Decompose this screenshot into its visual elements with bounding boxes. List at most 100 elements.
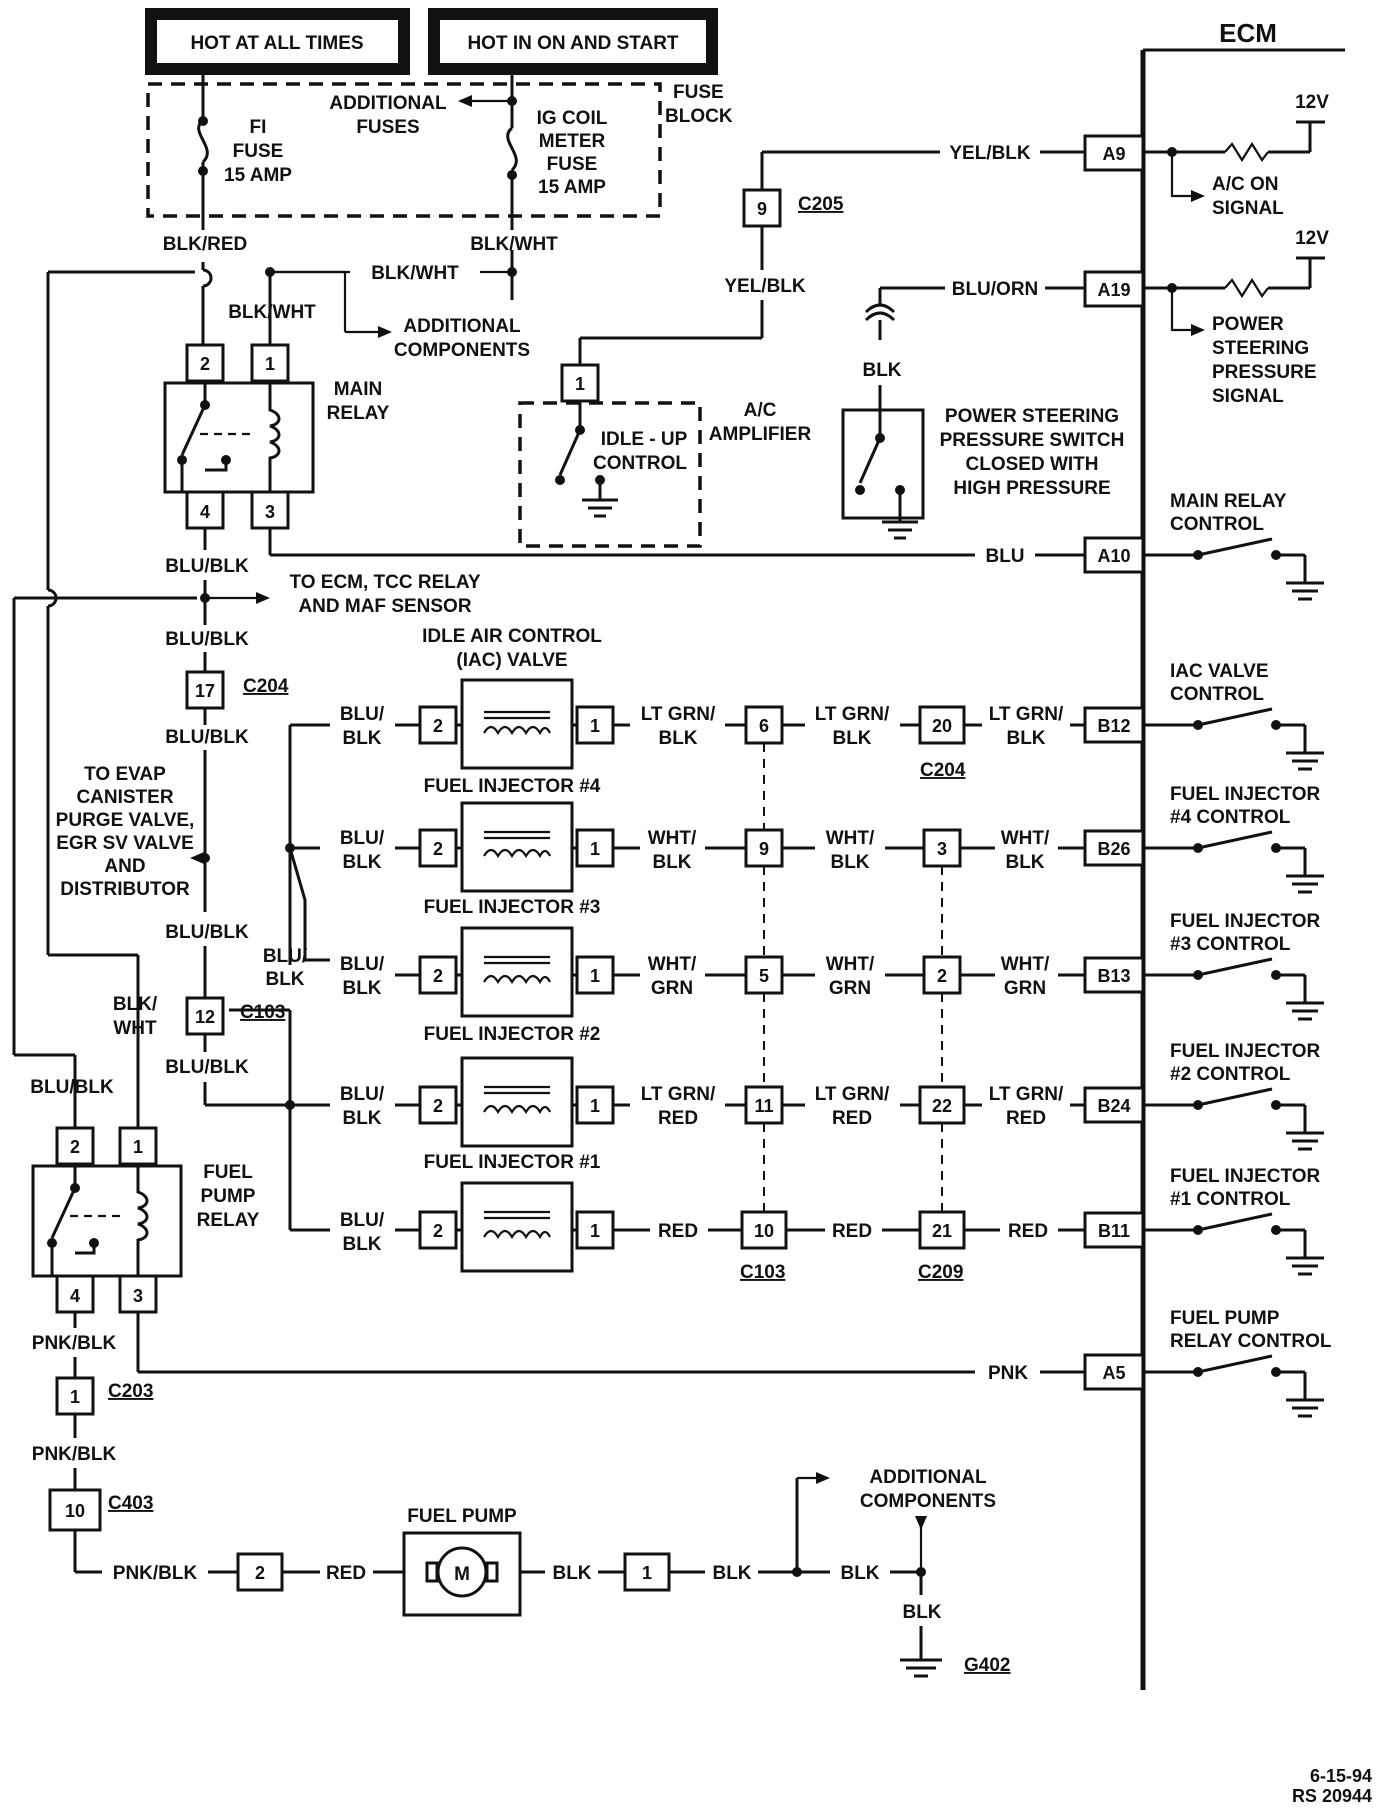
wire-label-blk-red: BLK/RED [163, 234, 247, 255]
iac-valve-label: IDLE AIR CONTROL (IAC) VALVE [422, 626, 602, 671]
injector-3-control-label: #3 CONTROL [1170, 934, 1291, 955]
svg-text:PRESSURE SWITCH: PRESSURE SWITCH [940, 430, 1125, 451]
svg-text:1: 1 [590, 1096, 600, 1116]
fuel-pump-relay-control-label: FUEL PUMP [1170, 1308, 1280, 1329]
ecm-pin-label-b12: B12 [1097, 716, 1130, 736]
injector-4-label: FUEL INJECTOR #4 [424, 776, 601, 797]
svg-text:3: 3 [265, 502, 275, 522]
svg-text:1: 1 [590, 966, 600, 986]
injector-3-control-label: FUEL INJECTOR [1170, 911, 1321, 932]
main-relay-control-label: MAIN RELAY [1170, 491, 1287, 512]
voltage-label-a9: 12V [1295, 92, 1329, 113]
svg-text:BLK: BLK [342, 728, 381, 749]
ig-fuse-icon [506, 126, 518, 172]
connector-label-c403: C403 [108, 1493, 153, 1514]
wire-label-pnk-blk-3: PNK/BLK [113, 1563, 198, 1584]
wire-label-yel-blk-1: YEL/BLK [949, 143, 1031, 164]
iac-valve-control-label: IAC VALVE [1170, 661, 1269, 682]
g402-ground-icon [900, 1658, 942, 1678]
svg-text:GRN: GRN [651, 978, 693, 999]
wire-label-blk-fp: BLK [552, 1563, 591, 1584]
wire-label-blk-fp-2: BLK [712, 1563, 751, 1584]
iac-valve-control-label: CONTROL [1170, 684, 1264, 705]
svg-text:BLK: BLK [342, 1234, 381, 1255]
ground-icon [582, 498, 618, 518]
svg-text:CLOSED WITH: CLOSED WITH [966, 454, 1099, 475]
svg-text:11: 11 [754, 1096, 773, 1116]
svg-text:21: 21 [932, 1221, 952, 1241]
svg-text:POWER: POWER [1212, 314, 1284, 335]
wire-label-blk-wht-4: BLK/ WHT [113, 994, 158, 1039]
injector-2-row: BLU/ BLK 2 1 LT GRN/ RED 11 LT GRN/ RED … [340, 1056, 1085, 1148]
hot-at-all-times-box: HOT AT ALL TIMES [145, 8, 410, 75]
injector-1-row: BLU/ BLK 2 1 RED 10 RED 21 RED [340, 1181, 1085, 1273]
svg-text:BLU/: BLU/ [340, 954, 385, 975]
svg-text:STEERING: STEERING [1212, 338, 1309, 359]
wire-label-blu-orn: BLU/ORN [952, 279, 1039, 300]
svg-text:WHT/: WHT/ [1001, 954, 1050, 975]
injector-1-control-label: #1 CONTROL [1170, 1189, 1291, 1210]
idle-up-control-label: IDLE - UP CONTROL [593, 429, 688, 474]
svg-text:TO ECM, TCC RELAY: TO ECM, TCC RELAY [289, 572, 480, 593]
wire-label-blu-blk-3: BLU/BLK [165, 727, 249, 748]
wire-label-blu: BLU [985, 546, 1024, 567]
ac-on-signal-label: A/C ON SIGNAL [1212, 174, 1284, 219]
wire-label-blk-ground: BLK [902, 1602, 941, 1623]
svg-text:FI: FI [250, 117, 267, 138]
injector-1-control-switch-icon [1197, 1212, 1273, 1232]
svg-text:AND MAF SENSOR: AND MAF SENSOR [298, 596, 471, 617]
connector-label-c103: C103 [240, 1002, 285, 1023]
injector-2-control-switch-icon [1197, 1087, 1273, 1107]
footer-ref: RS 20944 [1292, 1786, 1372, 1806]
svg-text:20: 20 [932, 716, 952, 736]
main-relay-control-label: CONTROL [1170, 514, 1264, 535]
svg-text:RED: RED [1006, 1108, 1046, 1129]
svg-text:BLK: BLK [342, 978, 381, 999]
svg-text:2: 2 [70, 1137, 80, 1157]
svg-text:CONTROL: CONTROL [593, 453, 687, 474]
hot-in-on-start-label: HOT IN ON AND START [467, 33, 678, 54]
wire-label-blu-blk-1: BLU/BLK [165, 556, 249, 577]
iac-valve-control-switch-icon [1197, 707, 1273, 727]
svg-text:METER: METER [539, 131, 606, 152]
svg-text:BLK: BLK [652, 852, 691, 873]
svg-text:BLK: BLK [1005, 852, 1044, 873]
svg-text:2: 2 [433, 839, 443, 859]
svg-text:22: 22 [932, 1096, 952, 1116]
ecm-pin-label-b13: B13 [1097, 966, 1130, 986]
fuel-pump-relay-label: FUEL PUMP RELAY [197, 1162, 260, 1231]
svg-text:FUSES: FUSES [356, 117, 419, 138]
svg-text:3: 3 [133, 1286, 143, 1306]
wire-label-blk-wht-2: BLK/WHT [371, 263, 459, 284]
injector-1-control-label: FUEL INJECTOR [1170, 1166, 1321, 1187]
svg-text:A/C: A/C [744, 400, 777, 421]
ecm-pin-b24 [1083, 1086, 1145, 1124]
svg-text:LT GRN/: LT GRN/ [641, 1084, 716, 1105]
svg-text:COMPONENTS: COMPONENTS [860, 1491, 996, 1512]
svg-text:LT GRN/: LT GRN/ [989, 704, 1064, 725]
fuel-pump: M [402, 1531, 522, 1617]
fuse-block-outline [146, 82, 662, 218]
svg-text:1: 1 [70, 1387, 80, 1407]
svg-text:M: M [454, 1564, 470, 1585]
fuel-pump-relay-control-label: RELAY CONTROL [1170, 1331, 1332, 1352]
svg-text:1: 1 [575, 374, 585, 394]
wire-label-blu-blk-bus: BLU/ BLK [263, 946, 308, 990]
main-relay: 2 1 4 3 [163, 343, 315, 530]
iac-valve-row: BLU/ BLK 2 1 LT GRN/ BLK 6 LT GRN/ BLK 2… [340, 678, 1085, 770]
svg-text:WHT/: WHT/ [826, 954, 875, 975]
svg-text:FUSE: FUSE [547, 154, 598, 175]
injector-4-row: BLU/ BLK 2 1 WHT/ BLK 9 WHT/ BLK 3 WHT/ … [340, 801, 1085, 893]
svg-text:WHT/: WHT/ [648, 828, 697, 849]
svg-text:2: 2 [433, 1221, 443, 1241]
svg-text:DISTRIBUTOR: DISTRIBUTOR [60, 879, 190, 900]
ecm-pin-label-a10: A10 [1097, 546, 1130, 566]
injector-2-body [460, 1056, 574, 1148]
fuel-pump-pin-1 [623, 1552, 671, 1592]
svg-text:MAIN: MAIN [334, 379, 383, 400]
injector-2-control-label: #2 CONTROL [1170, 1064, 1291, 1085]
svg-text:9: 9 [757, 199, 767, 219]
svg-text:2: 2 [255, 1563, 265, 1583]
injector-3-control-switch-icon [1197, 957, 1273, 977]
